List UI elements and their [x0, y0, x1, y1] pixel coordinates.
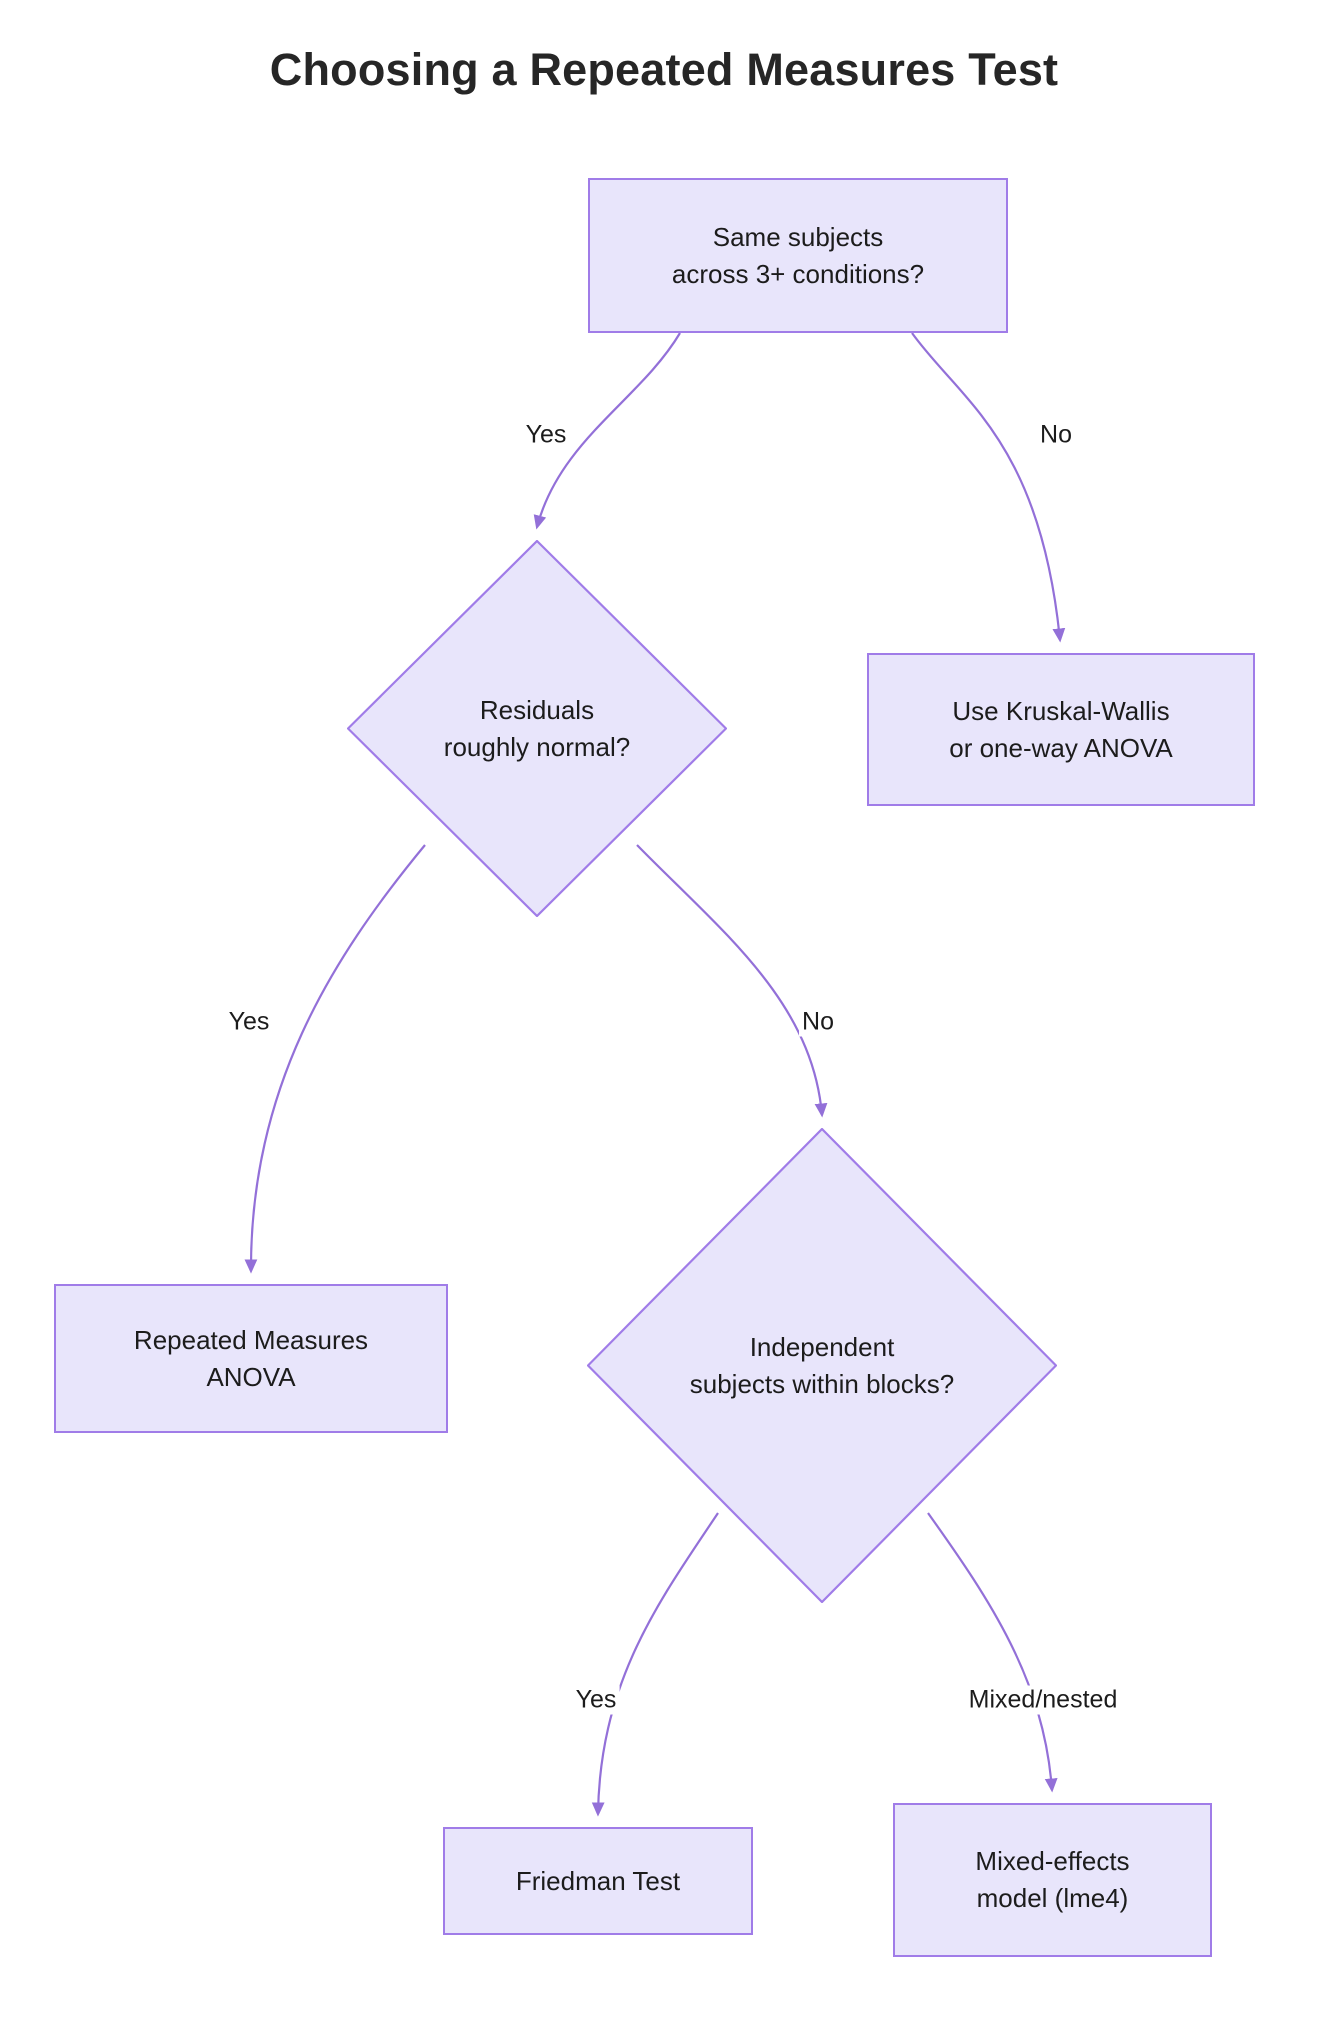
- node-friedman-test[interactable]: Friedman Test: [443, 1827, 753, 1935]
- node-normality[interactable]: Residuals roughly normal?: [347, 540, 727, 917]
- node-repeated-measures-anova[interactable]: Repeated Measures ANOVA: [54, 1284, 448, 1433]
- edge-label-start-yes: Yes: [522, 420, 570, 450]
- edge-label-normality-no: No: [799, 1007, 837, 1037]
- edge-label-blocks-yes: Yes: [572, 1685, 620, 1715]
- edge-label-normality-yes: Yes: [225, 1007, 273, 1037]
- diamond-shape: [347, 540, 727, 917]
- node-kruskal-wallis-label: Use Kruskal-Wallis or one-way ANOVA: [949, 695, 1173, 763]
- node-independent-blocks[interactable]: Independent subjects within blocks?: [587, 1128, 1057, 1603]
- node-normality-label: Residuals roughly normal?: [443, 694, 631, 762]
- node-start[interactable]: Same subjects across 3+ conditions?: [588, 178, 1008, 333]
- edge-start-to-kruskal: [911, 332, 1066, 643]
- node-friedman-test-label: Friedman Test: [515, 1865, 681, 1896]
- node-mixed-effects-model-label: Mixed-effects model (lme4): [975, 1846, 1130, 1913]
- node-repeated-measures-anova-label: Repeated Measures ANOVA: [133, 1324, 369, 1392]
- node-start-label: Same subjects across 3+ conditions?: [671, 221, 925, 289]
- node-kruskal-wallis[interactable]: Use Kruskal-Wallis or one-way ANOVA: [867, 653, 1255, 806]
- diamond-shape: [587, 1128, 1057, 1603]
- node-mixed-effects-model[interactable]: Mixed-effects model (lme4): [893, 1803, 1212, 1957]
- edge-label-start-no: No: [1037, 420, 1075, 450]
- node-independent-blocks-label: Independent subjects within blocks?: [689, 1331, 955, 1399]
- page-title: Choosing a Repeated Measures Test: [269, 44, 1059, 95]
- edge-label-blocks-mixed: Mixed/nested: [965, 1685, 1121, 1715]
